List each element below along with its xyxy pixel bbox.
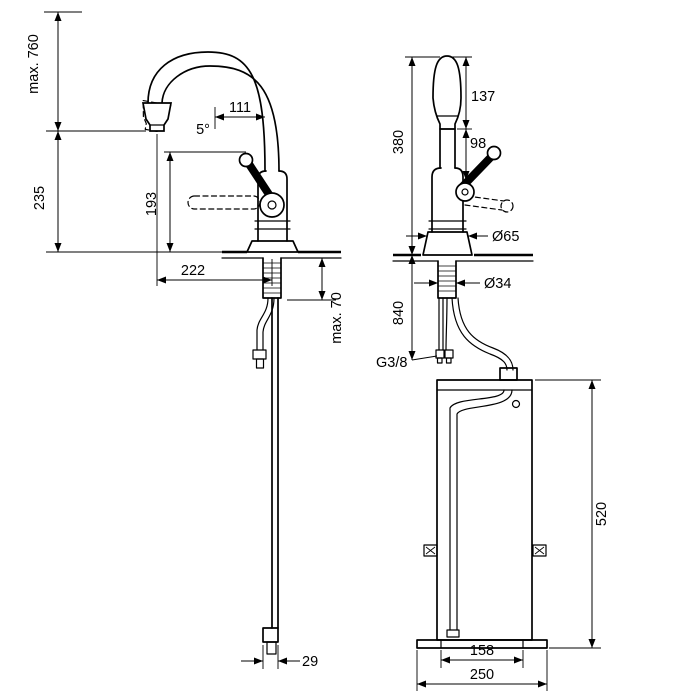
dim-outlet-height: 235: [32, 130, 222, 253]
dim-spout-top-height: 380: [391, 56, 440, 255]
base-escutcheon: [422, 231, 473, 256]
dim-spout-offset: 111 5°: [196, 100, 265, 138]
spray-angle-label: 5°: [196, 122, 210, 138]
spray-head-length-label: 137: [471, 89, 495, 105]
base-plate-bolts: [440, 639, 524, 649]
box-inner-hose: [449, 389, 513, 631]
outlet-height-label: 235: [32, 186, 48, 210]
hose-end-fitting: [262, 627, 279, 643]
spray-head-front: [432, 55, 462, 130]
dim-head-to-body: 98: [462, 129, 486, 181]
dim-hose-drop-length: 840 G3/8: [376, 255, 438, 371]
body-right-edge: [278, 170, 288, 242]
hose-drop-length-label: 840: [391, 301, 407, 325]
supply-fitting-right: [444, 349, 454, 359]
hose-end-nipple: [266, 641, 277, 655]
dim-base-diameter: Ø65: [406, 229, 519, 245]
supply-hose-fitting: [252, 349, 267, 360]
handle-knob: [238, 152, 254, 168]
pullout-hose: [271, 297, 279, 629]
supply-fitting-left: [435, 349, 445, 359]
dim-spout-reach: 222: [156, 134, 273, 286]
right-dimensions: 137 98 380 Ø65 Ø34: [376, 56, 610, 691]
supply-nipple-right: [445, 357, 452, 364]
box-height-label: 520: [594, 502, 610, 526]
box-screw-hole: [511, 399, 521, 409]
base-diameter-label: Ø65: [492, 229, 519, 245]
body-edges: [431, 167, 464, 233]
spout-inner-curve: [161, 65, 280, 172]
dim-hose-connector: 29: [241, 645, 318, 670]
body-ring-lines: [428, 220, 467, 230]
handle-knob-alt: [500, 199, 514, 213]
handle-lever: [459, 153, 495, 190]
box-side-screw-left: [423, 544, 438, 557]
max-height-label: max. 760: [26, 34, 42, 94]
spout-reach-label: 222: [181, 263, 205, 279]
spout-top-height-label: 380: [391, 130, 407, 154]
spout-outer-curve: [147, 51, 266, 172]
head-to-body-label: 98: [470, 136, 486, 152]
dim-max-height: max. 760: [26, 11, 82, 131]
dim-box-height: 520: [535, 379, 610, 649]
dim-counter-thickness: max. 70: [287, 258, 345, 344]
handle-height-label: 193: [144, 192, 160, 216]
left-faucet-outline: [141, 51, 342, 655]
body-ring-lines: [254, 220, 291, 230]
spray-head: [141, 102, 173, 132]
handle-pivot-circle: [259, 192, 285, 218]
supply-hose: [256, 297, 275, 351]
shank-diameter-label: Ø34: [484, 276, 511, 292]
box-side-screw-right: [532, 544, 547, 557]
dim-bolt-spacing: 158: [440, 643, 524, 668]
handle-pivot-screw: [461, 188, 469, 196]
supply-hoses: [438, 297, 448, 351]
left-view: max. 760 235 193 111 5°: [26, 11, 345, 670]
right-view: 137 98 380 Ø65 Ø34: [376, 55, 610, 691]
shank-thread-lines: [438, 265, 456, 292]
hose-connector-label: 29: [302, 654, 318, 670]
handle-pivot-circle: [455, 182, 475, 202]
handle-knob: [486, 145, 502, 161]
base-plate: [416, 639, 548, 649]
spout-offset-label: 111: [229, 100, 251, 116]
supply-hose-nipple: [255, 358, 265, 369]
handle-pivot-screw: [267, 200, 277, 210]
base-plate-width-label: 250: [470, 667, 494, 683]
handle-lever-alt: [464, 195, 505, 211]
base-escutcheon: [246, 240, 299, 253]
handle-lever-alt: [187, 195, 261, 210]
dim-handle-height: 193: [144, 151, 246, 252]
right-faucet-outline: [392, 55, 548, 649]
supply-connection-label: G3/8: [376, 355, 407, 371]
counter-thickness-label: max. 70: [329, 292, 345, 344]
dim-shank-diameter: Ø34: [414, 276, 511, 292]
box-inlet-fitting: [499, 367, 518, 381]
neck-tube: [439, 128, 456, 169]
bolt-spacing-label: 158: [470, 643, 494, 659]
secure-box: [436, 379, 533, 641]
handle-lever: [245, 160, 274, 200]
ext-leader: [411, 355, 438, 361]
box-inner-hose-end: [446, 629, 460, 638]
dim-base-plate-width: 250: [416, 650, 548, 691]
left-dimensions: max. 760 235 193 111 5°: [26, 11, 345, 670]
pullout-hose-curve: [451, 297, 514, 371]
supply-nipple-left: [436, 357, 443, 364]
mounting-shank: [437, 260, 457, 299]
